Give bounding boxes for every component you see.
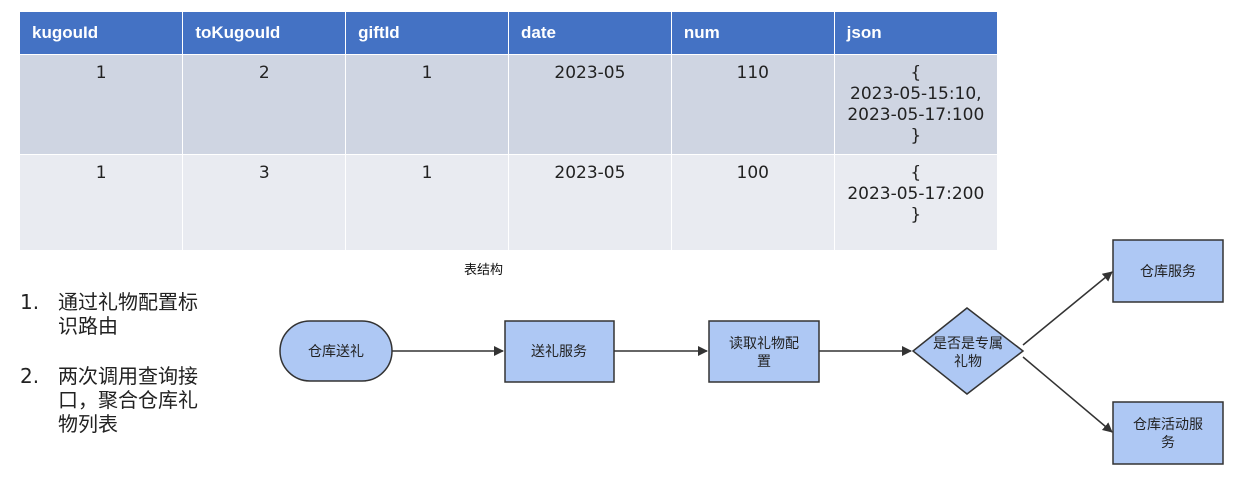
start-node-label: 仓库送礼 [308,344,364,360]
activity-service-label: 仓库活动服 [1133,417,1203,433]
list-text-line: 识路由 [58,314,118,338]
col-header-num: num [671,12,835,55]
edge-decision-to-activity [1022,356,1113,433]
edge-decision-to-warehouse [1022,271,1113,346]
gift-service-node [504,320,615,383]
warehouse-service-label: 仓库服务 [1140,264,1196,280]
col-header-tokugouid: toKugouId [182,12,347,55]
json-line: { [910,163,922,183]
table-row: 1 2 1 2023-05 110 { 2023-05-15:10, 2023-… [20,54,997,155]
cell-date: 2023-05 [508,54,672,155]
activity-service-label: 务 [1161,435,1175,451]
list-text: 通过礼物配置标 识路由 [58,290,245,338]
json-line: } [910,126,922,146]
activity-service-node [1112,401,1224,465]
col-header-giftid: giftId [345,12,509,55]
list-number: 1. [20,290,40,314]
list-text-line: 口，聚合仓库礼 [58,388,198,412]
list-text-line: 两次调用查询接 [58,364,198,388]
cell-json: { 2023-05-17:200 } [834,154,997,250]
cell-giftid: 1 [345,54,509,155]
col-header-json: json [834,12,997,55]
decision-node [911,307,1025,395]
cell-giftid: 1 [345,154,509,250]
cell-date: 2023-05 [508,154,672,250]
cell-kugouid: 1 [20,154,184,250]
cell-kugouid: 1 [20,54,184,155]
list-number: 2. [20,364,40,388]
json-line: } [910,205,922,225]
json-line: 2023-05-17:100 [847,105,985,125]
json-line: 2023-05-15:10, [850,84,982,104]
table-header-row: kugouId toKugouId giftId date num json [20,12,997,55]
start-node [279,320,393,382]
read-config-node [708,320,820,383]
list-item: 2. 两次调用查询接 口，聚合仓库礼 物列表 [20,364,245,436]
notes-list: 1. 通过礼物配置标 识路由 2. 两次调用查询接 口，聚合仓库礼 物列表 [20,290,245,462]
gift-service-label: 送礼服务 [531,344,587,360]
data-table: kugouId toKugouId giftId date num json 1… [20,12,997,250]
list-text-line: 物列表 [58,412,118,436]
list-item: 1. 通过礼物配置标 识路由 [20,290,245,338]
col-header-kugouid: kugouId [20,12,184,55]
read-config-label: 置 [757,354,771,370]
col-header-date: date [508,12,672,55]
json-line: { [910,63,922,83]
decision-label: 是否是专属 [933,336,1003,352]
list-text: 两次调用查询接 口，聚合仓库礼 物列表 [58,364,245,436]
cell-num: 110 [671,54,835,155]
table-row: 1 3 1 2023-05 100 { 2023-05-17:200 } [20,154,997,250]
decision-label: 礼物 [954,354,982,370]
cell-tokugouid: 3 [182,154,347,250]
cell-json: { 2023-05-15:10, 2023-05-17:100 } [834,54,997,155]
json-line: 2023-05-17:200 [847,184,985,204]
warehouse-service-node [1112,239,1224,303]
list-text-line: 通过礼物配置标 [58,290,198,314]
cell-num: 100 [671,154,835,250]
read-config-label: 读取礼物配 [729,335,799,352]
table-caption: 表结构 [464,263,504,278]
cell-tokugouid: 2 [182,54,347,155]
